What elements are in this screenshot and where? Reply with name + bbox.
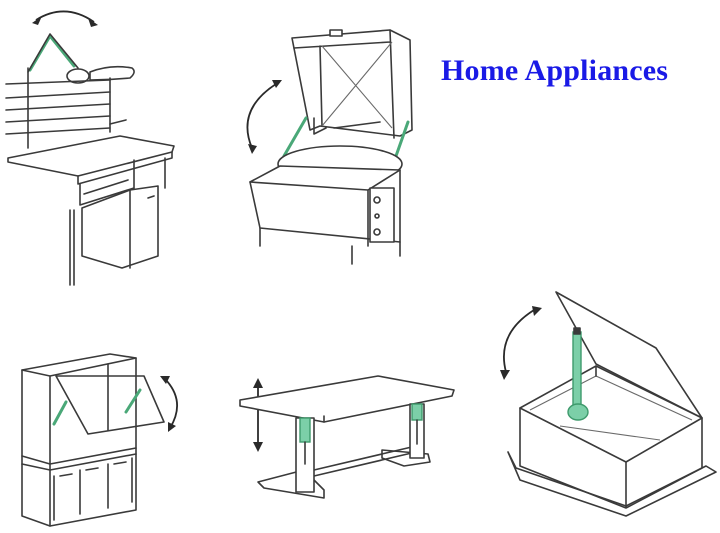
gas-spring: [299, 417, 311, 443]
tilting-kettle-illustration: [246, 29, 413, 265]
workbench-lamp-illustration: [5, 10, 175, 286]
gas-strut: [572, 331, 582, 409]
vertical-arrow-icon: [253, 378, 263, 452]
gas-spring: [52, 400, 68, 426]
gas-spring: [282, 116, 308, 158]
rotate-arrow-icon: [160, 376, 178, 432]
rotate-arrow-icon: [246, 80, 282, 154]
gas-spring: [394, 120, 410, 158]
page-title: Home Appliances: [441, 54, 669, 87]
floor-hatch-illustration: [500, 291, 717, 517]
rotate-arrow-icon: [32, 10, 98, 27]
wall-cabinet-illustration: [21, 353, 178, 527]
gas-spring: [411, 403, 423, 421]
rotate-arrow-icon: [500, 306, 542, 380]
height-adjustable-table-illustration: [239, 375, 455, 499]
gas-spring: [28, 33, 76, 72]
gas-spring: [124, 388, 142, 414]
